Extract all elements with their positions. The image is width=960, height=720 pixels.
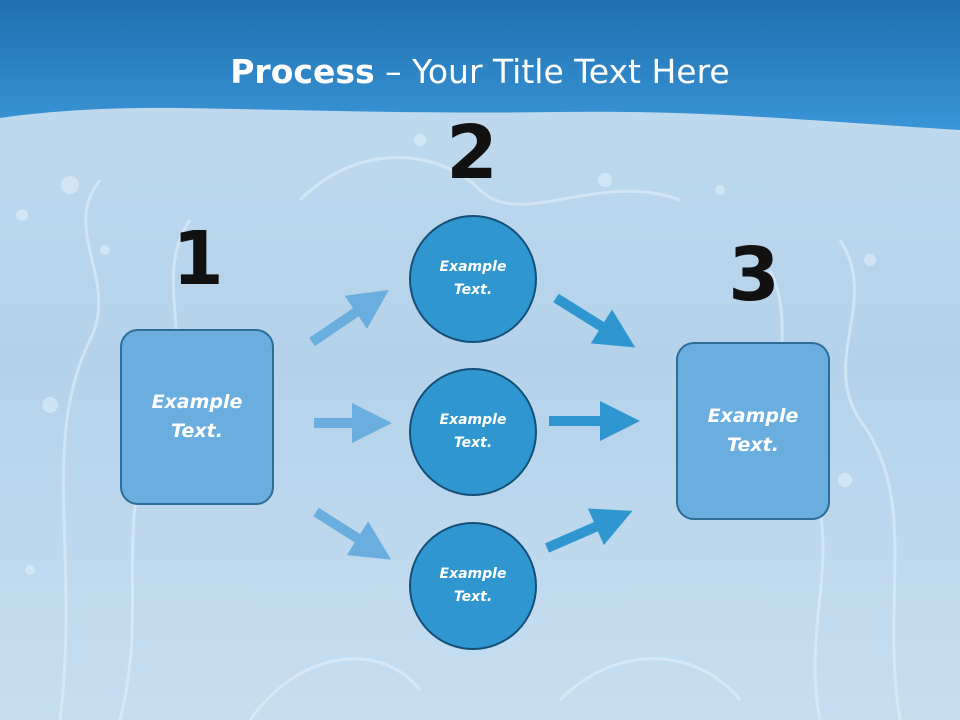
step-1-box: Example Text. <box>120 329 274 505</box>
circle-top-text: Example Text. <box>439 259 507 298</box>
title-bold-part: Process <box>230 52 375 91</box>
step-number-3: 3 <box>728 232 780 318</box>
circle-middle: Example Text. <box>409 368 537 496</box>
step-number-2: 2 <box>446 110 498 196</box>
circle-top: Example Text. <box>409 215 537 343</box>
arrow-bottom-to-box3 <box>545 508 633 553</box>
slide-title: Process – Your Title Text Here <box>0 52 960 91</box>
arrow-box1-to-top <box>309 289 389 347</box>
title-rest-part: – Your Title Text Here <box>374 52 730 91</box>
circle-middle-text: Example Text. <box>439 412 507 451</box>
arrow-box1-to-bottom <box>313 507 392 560</box>
arrow-top-to-box3 <box>553 293 636 348</box>
step-number-1: 1 <box>172 216 224 302</box>
circle-bottom-text: Example Text. <box>439 566 507 605</box>
circle-bottom: Example Text. <box>409 522 537 650</box>
step-3-box: Example Text. <box>676 342 830 520</box>
step-3-box-text: Example Text. <box>707 405 799 456</box>
step-1-box-text: Example Text. <box>151 391 243 442</box>
